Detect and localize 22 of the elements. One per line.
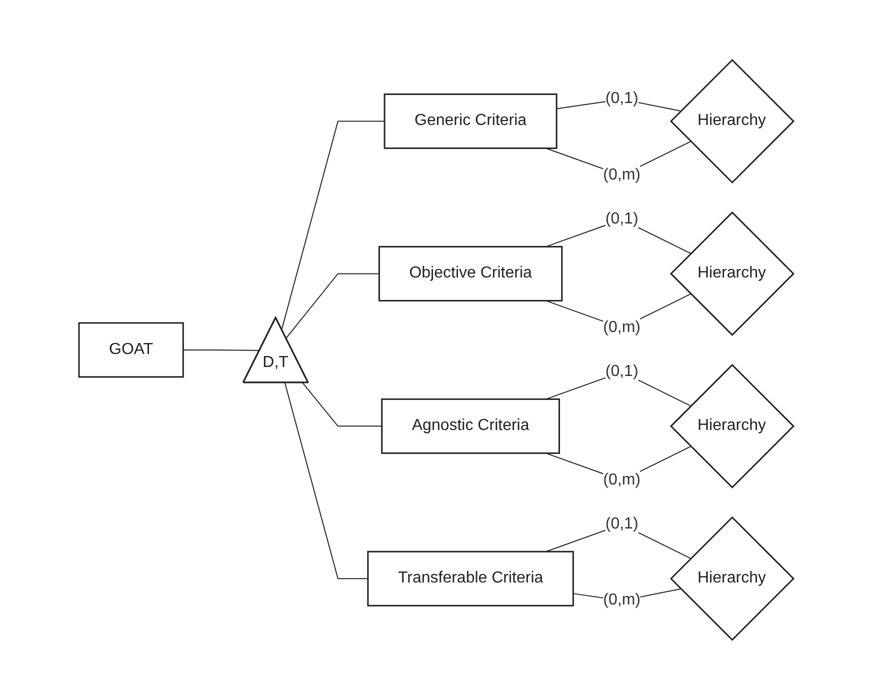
edge-label: (0,1)	[605, 362, 638, 380]
connector	[302, 382, 382, 426]
connector	[281, 120, 385, 330]
node-diamond: Hierarchy	[670, 210, 794, 336]
node-box: GOAT	[78, 322, 184, 378]
edge-label: (0,m)	[602, 166, 640, 184]
node-diamond: Hierarchy	[670, 58, 794, 184]
connector	[182, 349, 260, 350]
connector	[285, 272, 380, 338]
edge-label: (0,m)	[602, 470, 640, 488]
edge-label: (0,1)	[605, 210, 638, 228]
node-box: Generic Criteria	[384, 93, 558, 149]
edge-label: (0,1)	[605, 514, 638, 532]
node-diamond: Hierarchy	[670, 363, 794, 488]
edge-label: (0,m)	[602, 318, 640, 336]
edge-label: (0,m)	[602, 591, 640, 608]
node-box: Objective Criteria	[378, 246, 562, 302]
node-box: Transferable Criteria	[366, 550, 574, 606]
node-box: Agnostic Criteria	[380, 398, 560, 454]
node-diamond: Hierarchy	[670, 516, 794, 640]
edge-label: (0,1)	[605, 90, 638, 107]
connector	[284, 382, 368, 579]
